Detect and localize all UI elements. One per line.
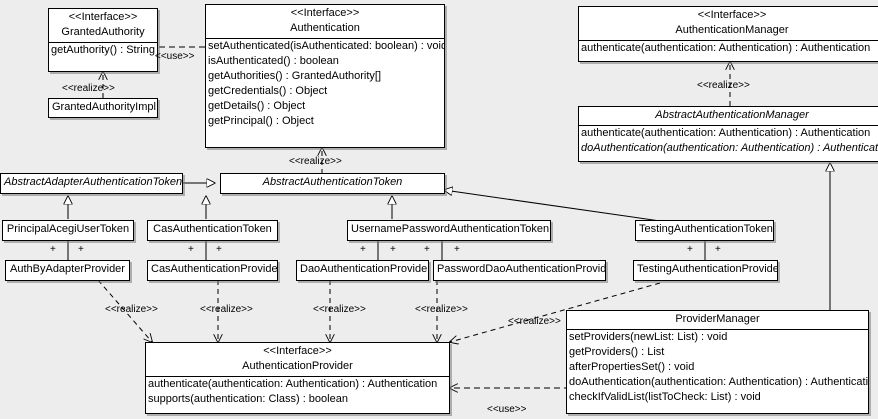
- operation: authenticate(authentication: Authenticat…: [581, 42, 871, 54]
- operation: afterPropertiesSet() : void: [569, 361, 695, 373]
- edge-label-realize-dao-provider: <<realize>>: [313, 304, 366, 315]
- class-provider-manager[interactable]: ProviderManager setProviders(newList: Li…: [566, 310, 869, 414]
- operation: authenticate(authentication: Authenticat…: [581, 127, 871, 139]
- edge-label-realize-password-dao-provider: <<realize>>: [415, 304, 468, 315]
- operation: checkIfValidList(listToCheck: List) : vo…: [569, 391, 761, 403]
- class-abstract-authentication-token[interactable]: AbstractAuthenticationToken: [220, 173, 445, 194]
- class-name: ProviderManager: [675, 313, 760, 325]
- operation: doAuthentication(authentication: Authent…: [569, 376, 869, 388]
- class-header: <<Interface>> AuthenticationProvider: [146, 343, 449, 376]
- edge-label-realize-granted-authority-impl: <<realize>>: [62, 83, 115, 94]
- class-name: TestingAuthenticationToken: [639, 223, 773, 235]
- class-header: ProviderManager: [567, 311, 868, 329]
- operation: setProviders(newList: List) : void: [569, 331, 728, 343]
- operations-compartment: setProviders(newList: List) : void getPr…: [567, 329, 868, 405]
- stereotype-label: <<Interface>>: [290, 7, 360, 19]
- class-header: <<Interface>> GrantedAuthority: [49, 9, 157, 42]
- operation: getAuthority() : String: [51, 44, 155, 56]
- edge-label-realize-authentication-manager: <<realize>>: [697, 80, 750, 91]
- edge-label-realize-abstract-authentication-token: <<realize>>: [289, 156, 342, 167]
- class-abstract-authentication-manager[interactable]: AbstractAuthenticationManager authentica…: [578, 106, 878, 162]
- association-mark-cas-right: +: [216, 244, 222, 255]
- edge-label-use-granted-authority: <<use>>: [155, 51, 195, 62]
- association-mark-username-left2: +: [424, 244, 430, 255]
- operation: setAuthenticated(isAuthenticated: boolea…: [208, 40, 445, 52]
- class-name: GrantedAuthority: [61, 26, 145, 38]
- operations-compartment: getAuthority() : String: [49, 42, 157, 58]
- association-mark-testing-left: +: [687, 244, 693, 255]
- operation: getAuthorities() : GrantedAuthority[]: [208, 70, 382, 82]
- association-mark-testing-right: +: [715, 244, 721, 255]
- operation: doAuthentication(authentication: Authent…: [581, 142, 878, 154]
- class-dao-authentication-provider[interactable]: DaoAuthenticationProvider: [296, 260, 429, 281]
- operation: getCredentials() : Object: [208, 85, 328, 97]
- class-name: DaoAuthenticationProvider: [300, 263, 429, 275]
- stereotype-label: <<Interface>>: [697, 9, 767, 21]
- class-authentication[interactable]: <<Interface>> Authentication setAuthenti…: [205, 4, 445, 148]
- operations-compartment: authenticate(authentication: Authenticat…: [579, 40, 878, 56]
- class-name: AbstractAuthenticationToken: [262, 176, 403, 188]
- operations-compartment: setAuthenticated(isAuthenticated: boolea…: [206, 38, 444, 129]
- association-mark-principal-right: +: [78, 244, 84, 255]
- class-header: <<Interface>> Authentication: [206, 5, 444, 38]
- class-name: TestingAuthenticationProvider: [637, 263, 778, 275]
- association-mark-principal-left: +: [50, 244, 56, 255]
- class-name: GrantedAuthorityImpl: [52, 101, 156, 113]
- class-authentication-manager[interactable]: <<Interface>> AuthenticationManager auth…: [578, 6, 878, 62]
- class-granted-authority-impl[interactable]: GrantedAuthorityImpl: [48, 98, 158, 118]
- operation: supports(authentication: Class) : boolea…: [148, 393, 348, 405]
- stereotype-label: <<Interface>>: [263, 345, 332, 357]
- class-name: PasswordDaoAuthenticationProvider: [437, 263, 606, 275]
- stereotype-label: <<Interface>>: [68, 11, 138, 23]
- class-cas-authentication-token[interactable]: CasAuthenticationToken: [147, 220, 278, 241]
- class-password-dao-authentication-provider[interactable]: PasswordDaoAuthenticationProvider: [433, 260, 606, 281]
- class-header: AbstractAuthenticationManager: [579, 107, 878, 125]
- class-name: AuthenticationManager: [675, 24, 789, 36]
- class-name: PrincipalAcegiUserToken: [6, 223, 130, 235]
- class-authentication-provider[interactable]: <<Interface>> AuthenticationProvider aut…: [145, 342, 450, 414]
- operation: getProviders() : List: [569, 346, 665, 358]
- association-mark-username-right2: +: [454, 244, 460, 255]
- class-auth-by-adapter-provider[interactable]: AuthByAdapterProvider: [5, 260, 130, 281]
- edge-label-realize-auth-by-adapter: <<realize>>: [105, 304, 158, 315]
- class-abstract-adapter-authentication-token[interactable]: AbstractAdapterAuthenticationToken: [0, 173, 183, 194]
- class-testing-authentication-provider[interactable]: TestingAuthenticationProvider: [633, 260, 778, 281]
- class-testing-authentication-token[interactable]: TestingAuthenticationToken: [635, 220, 774, 241]
- operation: getPrincipal() : Object: [208, 115, 314, 127]
- class-name: CasAuthenticationToken: [153, 223, 272, 235]
- edge-label-use-provider-manager: <<use>>: [487, 404, 527, 415]
- class-username-password-authentication-token[interactable]: UsernamePasswordAuthenticationToken: [347, 220, 551, 241]
- class-name: Authentication: [290, 22, 360, 34]
- association-mark-cas-left: +: [188, 244, 194, 255]
- edge-label-realize-testing-provider: <<realize>>: [508, 316, 561, 327]
- class-header: <<Interface>> AuthenticationManager: [579, 7, 878, 40]
- association-mark-username-left: +: [360, 244, 366, 255]
- class-granted-authority[interactable]: <<Interface>> GrantedAuthority getAuthor…: [48, 8, 158, 72]
- class-name: CasAuthenticationProvider: [151, 263, 278, 275]
- operation: isAuthenticated() : boolean: [208, 55, 339, 67]
- class-cas-authentication-provider[interactable]: CasAuthenticationProvider: [147, 260, 278, 281]
- class-principal-acegi-user-token[interactable]: PrincipalAcegiUserToken: [2, 220, 134, 241]
- class-name: AbstractAuthenticationManager: [655, 109, 809, 121]
- operation: getDetails() : Object: [208, 100, 306, 112]
- operation: authenticate(authentication: Authenticat…: [148, 378, 438, 390]
- class-name: AbstractAdapterAuthenticationToken: [4, 176, 183, 188]
- class-name: UsernamePasswordAuthenticationToken: [351, 223, 550, 235]
- class-name: AuthenticationProvider: [242, 360, 353, 372]
- association-mark-username-right: +: [390, 244, 396, 255]
- class-name: AuthByAdapterProvider: [10, 263, 125, 275]
- operations-compartment: authenticate(authentication: Authenticat…: [579, 125, 878, 156]
- operations-compartment: authenticate(authentication: Authenticat…: [146, 376, 449, 407]
- edge-label-realize-cas-provider: <<realize>>: [200, 304, 253, 315]
